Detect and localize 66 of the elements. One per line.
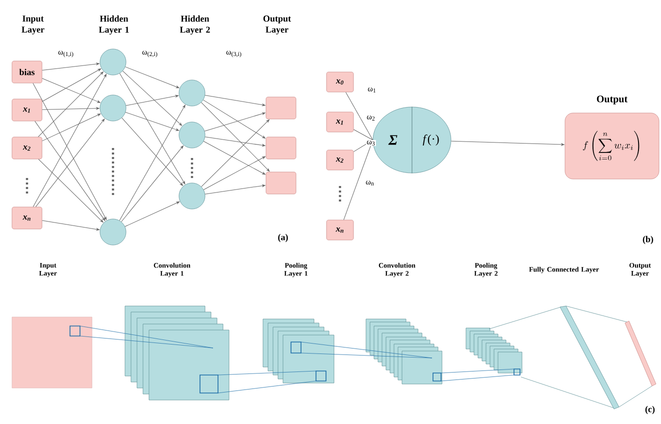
connector [346,92,374,140]
input-box: x$_{1}$ [12,98,42,122]
connector [125,112,180,131]
connector [34,120,106,221]
connector [42,62,100,70]
connector [124,202,180,227]
neuron-circle [178,182,206,210]
panel-label: (c) [645,406,655,414]
layer-heading: Output Layer [263,16,291,34]
connector [42,220,100,231]
connector [119,104,186,221]
edge-label: ω$_{2}$ [366,115,376,121]
layer-heading: Hidden Layer 1 [98,15,129,35]
connector [42,107,100,110]
connector [202,100,266,138]
weight-label: ω$_{(1,i)}$ [58,50,74,58]
input-box: x$_{2}$ [326,150,354,170]
input-box: x$_{n}$ [326,220,354,240]
activation-function: f(·) [422,134,439,146]
edge-label: ω$_{n}$ [365,180,375,186]
connector [125,66,180,88]
edge-label: ω$_{1}$ [367,87,377,93]
connector [126,94,179,106]
panel-label: (b) [642,236,654,244]
neuron-circle [100,218,126,246]
connector [38,158,104,223]
connector [36,118,105,208]
neuron-circle [178,80,206,106]
layer-heading: Input Layer [22,16,44,34]
connector [201,102,270,172]
connector [122,70,182,126]
neuron-circle [178,122,206,148]
layer-heading: Hidden Layer 2 [180,15,210,35]
connector [353,129,374,140]
connector [203,156,266,190]
neuron-circle [100,48,126,76]
input-box: bias [12,60,42,84]
output-box: $f\left(\sum_{i=0}^{n} w_i x_i\right)$ [564,112,660,180]
box-heading: Output [596,96,628,104]
input-box: x$_{2}$ [12,136,42,160]
panel-label: (a) [278,234,288,242]
connector [204,184,266,194]
weight-label: ω$_{(3,i)}$ [226,50,242,58]
connector [201,119,270,187]
output-box [266,96,296,120]
connector [42,114,101,142]
output-box [266,172,296,194]
input-box: x$_{0}$ [326,72,354,92]
connector [42,68,102,102]
input-box: x$_{1}$ [326,112,354,132]
input-box: x$_{n}$ [12,206,42,230]
connector [204,94,266,106]
connector [203,141,266,175]
connector [119,73,186,184]
output-box [266,136,296,160]
neuron-circle [100,94,126,122]
weight-label: ω$_{(2,i)}$ [142,50,158,58]
connector [42,78,100,103]
connector [204,112,266,132]
connector [450,140,564,146]
edge-label: ω$_{3}$ [366,140,376,146]
connector [204,136,266,146]
sum-symbol: Σ [388,135,398,145]
connector [122,118,183,186]
connector [38,72,104,138]
connector [121,146,184,222]
